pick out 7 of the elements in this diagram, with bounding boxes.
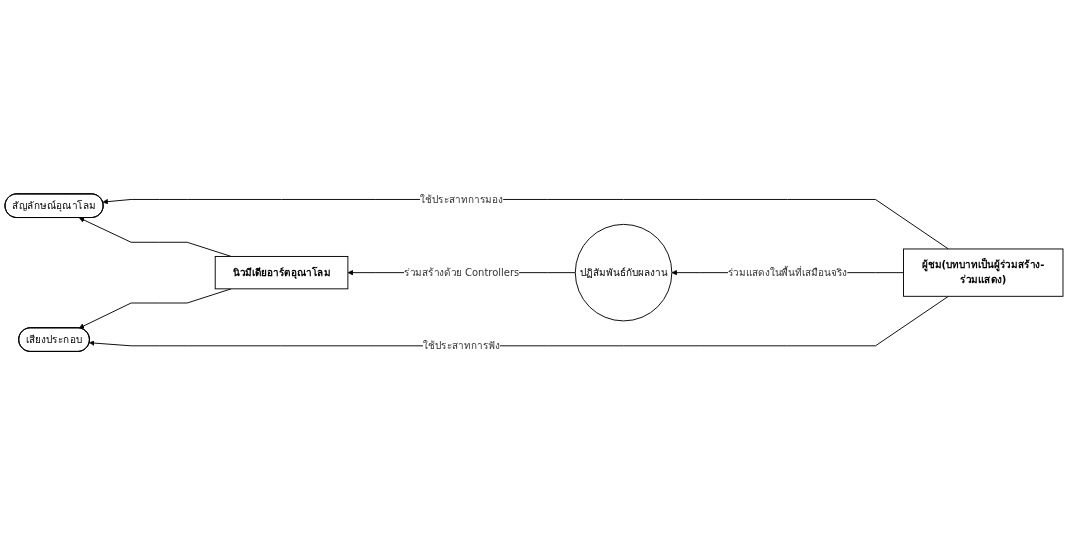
edge-label: ร่วมแสดงในพื้นที่เสมือนจริง (727, 266, 848, 279)
node-box: ผู้ชม(บทบาทเป็นผู้ร่วมสร้าง-ร่วมแสดง) (903, 248, 1064, 297)
edge-label: ใช้ประสาทการฟัง (422, 339, 501, 352)
node-box: นิวมีเดียอาร์ตอุณาโลม (214, 255, 349, 290)
node-circle: ปฏิสัมพันธ์กับผลงาน (574, 223, 673, 322)
edge-label: ใช้ประสาทการมอง (419, 193, 504, 205)
edge-label: ร่วมสร้างด้วย Controllers (403, 266, 520, 279)
